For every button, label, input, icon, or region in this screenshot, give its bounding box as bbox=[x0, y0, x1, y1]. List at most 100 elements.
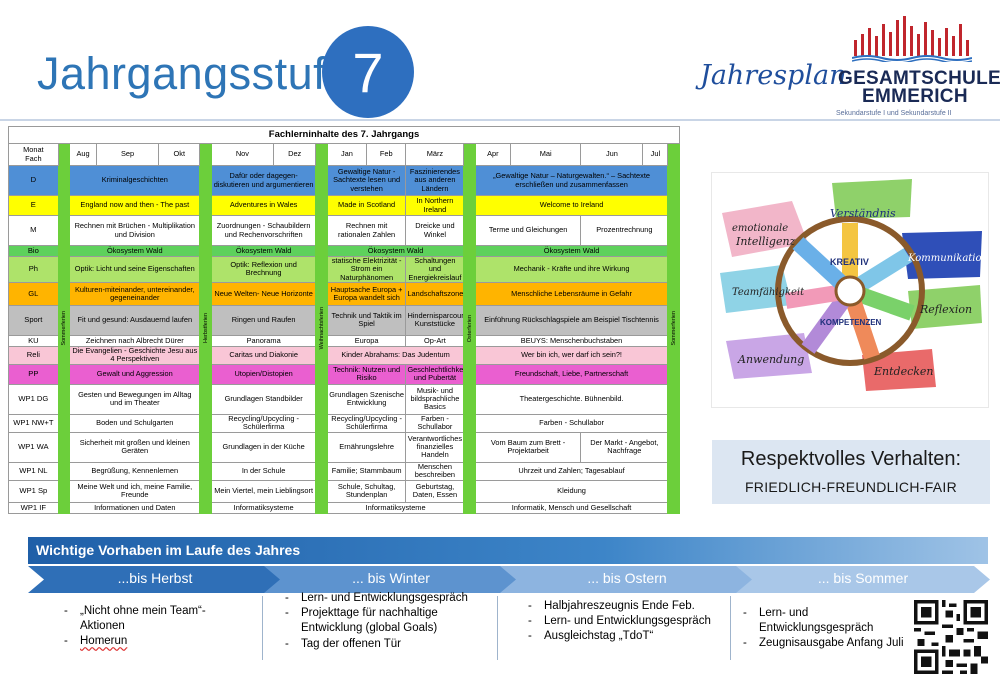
period3a-cell: Familie; Stammbaum bbox=[326, 461, 407, 481]
break-label-autumn: Herbstferien bbox=[202, 313, 209, 344]
word-emotionale: emotionale bbox=[732, 223, 788, 234]
period2-cell: Adventures in Wales bbox=[210, 195, 317, 216]
period4-cell: Ökosystem Wald bbox=[474, 245, 669, 257]
period3b-cell: Hindernisparcours/Akrobatisches Kunststü… bbox=[405, 304, 465, 336]
word-teamfaehigkeit: Teamfähigkeit bbox=[732, 287, 805, 298]
list-item: Tag der offenen Tür bbox=[281, 637, 493, 652]
list-item: Lern- und Entwicklungsgespräch bbox=[281, 591, 493, 606]
period1-cell: Rechnen mit Brüchen - Multiplikation und… bbox=[69, 215, 201, 246]
period1-cell: Gewalt und Aggression bbox=[69, 363, 201, 385]
period1-cell: Begrüßung, Kennenlernen bbox=[69, 461, 201, 481]
period2-cell: Grundlagen in der Küche bbox=[210, 431, 317, 463]
list-item: Lern- und Entwicklungsgespräch bbox=[524, 614, 720, 629]
table-title: Fachlerninhalte des 7. Jahrgangs bbox=[8, 126, 680, 144]
subject-cell: E bbox=[8, 195, 59, 216]
qr-code-icon[interactable] bbox=[914, 600, 988, 674]
list-item-text: Homerun bbox=[80, 635, 128, 648]
break-label-easter: Osterferien bbox=[466, 314, 473, 343]
period4-cell: Uhrzeit und Zahlen; Tagesablauf bbox=[474, 461, 669, 481]
corner-fach: Fach bbox=[25, 153, 42, 163]
break-label-christmas: Weihnachtsferien bbox=[318, 307, 325, 350]
table-row: Ph Optik: Licht und seine Eigenschaften Op… bbox=[8, 256, 680, 283]
period1-cell: Sicherheit mit großen und kleinen Geräte… bbox=[69, 431, 201, 463]
period1-cell: Optik: Licht und seine Eigenschaften bbox=[69, 256, 201, 283]
month-okt: Okt bbox=[158, 143, 201, 166]
month-jun: Jun bbox=[580, 143, 644, 166]
word-kompetenzen: KOMPETENZEN bbox=[820, 318, 882, 327]
word-intelligenz: Intelligenz bbox=[735, 235, 796, 248]
period3b-cell: Landschaftszonen bbox=[405, 281, 465, 306]
subject-cell: D bbox=[8, 165, 59, 196]
period2-cell: Neue Welten- Neue Horizonte bbox=[210, 281, 317, 306]
phase-arrow-herbst: ...bis Herbst bbox=[28, 566, 282, 593]
break-column-summer-end: Sommerferien bbox=[667, 143, 680, 514]
subject-cell: M bbox=[8, 215, 59, 246]
period2-cell: In der Schule bbox=[210, 461, 317, 481]
period1-cell: Kriminalgeschichten bbox=[69, 165, 201, 196]
phase-divider bbox=[262, 596, 263, 660]
month-jan: Jan bbox=[326, 143, 368, 166]
break-column-easter: Osterferien bbox=[463, 143, 476, 514]
phase-arrow-ostern: ... bis Ostern bbox=[500, 566, 754, 593]
period3b-cell: Geschlechtlichkeit und Pubertät bbox=[405, 363, 465, 385]
break-column-summer-start: Sommerferien bbox=[57, 143, 71, 514]
phase-divider bbox=[730, 596, 731, 660]
period3b-cell: Dreicke und Winkel bbox=[405, 215, 465, 246]
period3-cell: Ökosystem Wald bbox=[326, 245, 465, 257]
period4a-cell: Vom Baum zum Brett - Projektarbeit bbox=[474, 431, 582, 463]
page-title: Jahrgangsstufe bbox=[37, 48, 352, 99]
month-nov: Nov bbox=[210, 143, 274, 166]
period4-cell: „Gewaltige Natur – Naturgewalten.“ – Sac… bbox=[474, 165, 669, 196]
phase-arrow-winter: ... bis Winter bbox=[264, 566, 518, 593]
month-aug: Aug bbox=[69, 143, 97, 166]
period1-cell: Zeichnen nach Albrecht Dürer bbox=[69, 334, 201, 347]
subject-cell: WP1 NW+T bbox=[8, 413, 59, 433]
month-maerz: März bbox=[405, 143, 465, 166]
vorhaben-banner: Wichtige Vorhaben im Laufe des Jahres bbox=[28, 537, 988, 564]
phase-divider bbox=[497, 596, 498, 660]
subject-cell: Ph bbox=[8, 256, 59, 283]
period3b-cell: In Northern Ireland bbox=[405, 195, 465, 216]
list-item-text: Ausgleichstag „TdoT“ bbox=[544, 630, 654, 643]
table-row: M Rechnen mit Brüchen - Multiplikation un… bbox=[8, 215, 680, 246]
period3a-cell: Europa bbox=[326, 334, 407, 347]
phase-list-winter: Lern- und Entwicklungsgespräch Projektta… bbox=[281, 591, 493, 659]
phase-list-ostern: Halbjahreszeugnis Ende Feb. Lern- und En… bbox=[524, 599, 720, 667]
period2-cell: Mein Viertel, mein Lieblingsort bbox=[210, 479, 317, 503]
subject-cell: Reli bbox=[8, 345, 59, 365]
break-label-summer-start: Sommerferien bbox=[60, 311, 67, 346]
period2-cell: Recycling/Upcycling - Schülerfirma bbox=[210, 413, 317, 433]
period3b-cell: Menschen beschreiben bbox=[405, 461, 465, 481]
period3a-cell: Gewaltige Natur - Sachtexte lesen und ve… bbox=[326, 165, 407, 196]
month-apr: Apr bbox=[474, 143, 511, 166]
period3a-cell: Rechnen mit rationalen Zahlen bbox=[326, 215, 407, 246]
break-column-autumn: Herbstferien bbox=[199, 143, 212, 514]
list-item: „Nicht ohne mein Team“- Aktionen bbox=[60, 604, 250, 634]
period3a-cell: Grundlagen Szenische Entwicklung bbox=[326, 383, 407, 415]
school-name-line1: GESAMTSCHULE bbox=[838, 68, 1000, 89]
period4a-cell: Terme und Gleichungen bbox=[474, 215, 582, 246]
corner-monat: Monat bbox=[23, 145, 44, 155]
period1-cell: Boden und Schulgarten bbox=[69, 413, 201, 433]
list-item: Ausgleichstag „TdoT“ bbox=[524, 629, 720, 644]
period2-cell: Utopien/Distopien bbox=[210, 363, 317, 385]
period1-cell: Fit und gesund: Ausdauernd laufen bbox=[69, 304, 201, 336]
period3a-cell: Ernährungslehre bbox=[326, 431, 407, 463]
period4-cell: Menschliche Lebensräume in Gefahr bbox=[474, 281, 669, 306]
period3b-cell: Faszinierendes aus anderen Ländern bbox=[405, 165, 465, 196]
list-item: Zeugnisausgabe Anfang Juli bbox=[739, 636, 915, 651]
period4-cell: BEUYS: Menschenbuchstaben bbox=[474, 334, 669, 347]
period2-cell: Panorama bbox=[210, 334, 317, 347]
period2-cell: Optik: Reflexion und Brechnung bbox=[210, 256, 317, 283]
subject-cell: KU bbox=[8, 334, 59, 347]
period3a-cell: Technik und Taktik im Spiel bbox=[326, 304, 407, 336]
